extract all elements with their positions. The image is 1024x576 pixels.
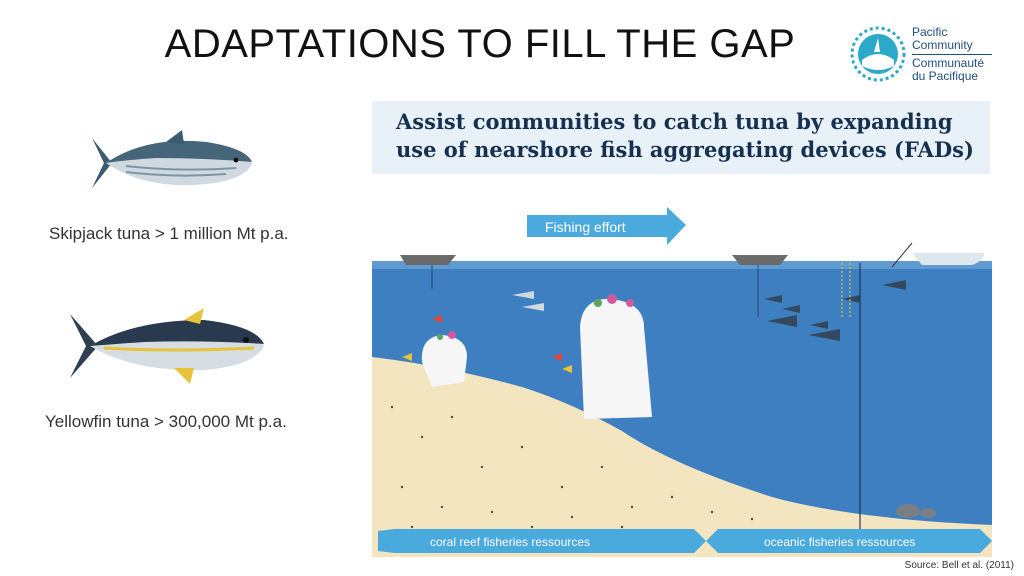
- coral-reef-right: [580, 298, 652, 419]
- oceanic-fisheries-arrow: [706, 529, 992, 553]
- fisheries-diagram: Fishing effort coral reef fisheries ress…: [372, 207, 992, 557]
- coral-fisheries-arrow: [378, 529, 706, 553]
- logo-emblem-icon: [850, 26, 906, 82]
- canoe-left: [400, 255, 456, 265]
- logo-line-3: Communauté: [912, 56, 985, 70]
- fishing-effort-arrow: [527, 207, 686, 245]
- seabed-sand: [372, 357, 992, 557]
- yellowfin-tuna-image: [70, 308, 264, 384]
- slide-title: ADAPTATIONS TO FILL THE GAP: [164, 22, 796, 66]
- motorboat: [912, 253, 984, 265]
- source-citation: Source: Bell et al. (2011): [904, 560, 1014, 571]
- logo-line-1: Pacific: [912, 25, 948, 39]
- fad-callout-box: Assist communities to catch tuna by expa…: [372, 101, 990, 174]
- skipjack-tuna-image: [92, 130, 252, 188]
- yellowfin-caption: Yellowfin tuna > 300,000 Mt p.a.: [45, 412, 287, 431]
- logo-line-2: Community: [912, 38, 973, 52]
- skipjack-caption: Skipjack tuna > 1 million Mt p.a.: [49, 224, 289, 243]
- coral-reef-left: [421, 335, 467, 387]
- callout-line-2: use of nearshore fish aggregating device…: [396, 137, 974, 162]
- logo-line-4: du Pacifique: [912, 69, 979, 83]
- fishing-effort-label: Fishing effort: [545, 219, 626, 235]
- callout-line-1: Assist communities to catch tuna by expa…: [396, 109, 953, 134]
- pacific-community-logo: Pacific Community Communauté du Pacifiqu…: [848, 24, 998, 86]
- oceanic-fisheries-label: oceanic fisheries ressources: [764, 535, 915, 549]
- coral-fisheries-label: coral reef fisheries ressources: [430, 535, 590, 549]
- canoe-middle: [732, 255, 788, 265]
